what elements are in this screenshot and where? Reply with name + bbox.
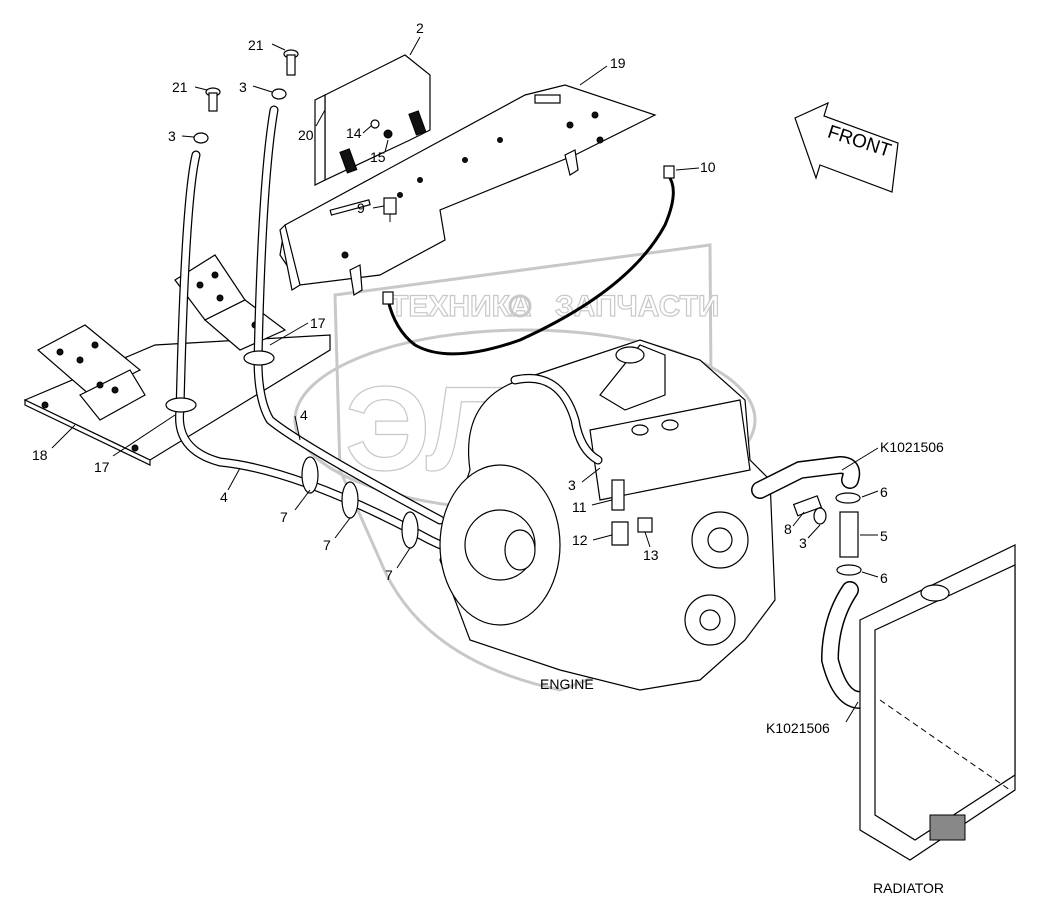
watermark-text-left: ТЕХНИКА — [390, 290, 532, 323]
callout-7-second: 7 — [323, 537, 331, 553]
washer-3-right — [271, 88, 287, 100]
part-ref-hose-upper: K1021506 — [880, 439, 944, 455]
fitting-11 — [611, 479, 625, 511]
bolt-21-left — [205, 87, 221, 112]
callout-2: 2 — [416, 20, 424, 36]
callout-3-upper-left: 3 — [168, 128, 176, 144]
callout-18: 18 — [32, 447, 48, 463]
elbow-12 — [611, 521, 629, 546]
callout-4-lower: 4 — [220, 489, 228, 505]
engine-block — [439, 339, 776, 691]
leader-lines — [51, 36, 879, 723]
mounting-plate-19 — [279, 84, 657, 296]
callout-6-upper: 6 — [880, 484, 888, 500]
pedal-left — [36, 324, 146, 421]
washer-3-left — [193, 132, 209, 144]
radiator-label: RADIATOR — [873, 880, 944, 896]
callout-14: 14 — [346, 125, 362, 141]
hose-assembly-4 — [165, 105, 505, 561]
callout-10: 10 — [700, 159, 716, 175]
engine-label: ENGINE — [540, 676, 594, 692]
callout-17-right: 17 — [310, 315, 326, 331]
callout-4-upper: 4 — [300, 407, 308, 423]
watermark-text-right: ЗАПЧАСТИ — [555, 290, 719, 323]
fitting-13 — [637, 517, 653, 533]
callout-17-left: 17 — [94, 459, 110, 475]
bolt-14 — [370, 119, 380, 129]
front-direction-arrow: FRONT — [794, 101, 899, 193]
hose-clamps-7 — [301, 456, 419, 549]
callout-15: 15 — [370, 149, 386, 165]
part-ref-hose-lower: K1021506 — [766, 720, 830, 736]
callout-8: 8 — [784, 521, 792, 537]
coolant-hose-radiator — [751, 455, 869, 709]
callout-21-left: 21 — [172, 79, 188, 95]
bolt-21-right — [283, 49, 299, 76]
callout-6-lower: 6 — [880, 570, 888, 586]
wire-harness-10 — [382, 165, 675, 356]
callout-3-engine: 3 — [568, 477, 576, 493]
watermark-gear-icon — [508, 294, 532, 318]
callout-7-first: 7 — [280, 509, 288, 525]
callout-3-upper-right: 3 — [239, 79, 247, 95]
callout-3-radiator: 3 — [799, 535, 807, 551]
callout-labels: 21 2 19 21 3 3 20 14 15 10 9 17 18 17 4 … — [32, 20, 944, 896]
pedal-right — [174, 254, 287, 351]
bracket-part-2 — [314, 54, 431, 186]
callout-19: 19 — [610, 55, 626, 71]
callout-9: 9 — [357, 200, 365, 216]
nut-15 — [383, 129, 393, 139]
callout-11: 11 — [572, 499, 587, 515]
callout-13: 13 — [643, 547, 659, 563]
callout-5: 5 — [880, 528, 888, 544]
callout-20: 20 — [298, 127, 314, 143]
callout-21-right: 21 — [248, 37, 264, 53]
radiator-assembly — [859, 544, 1016, 861]
callout-7-third: 7 — [385, 567, 393, 583]
callout-12: 12 — [572, 532, 588, 548]
